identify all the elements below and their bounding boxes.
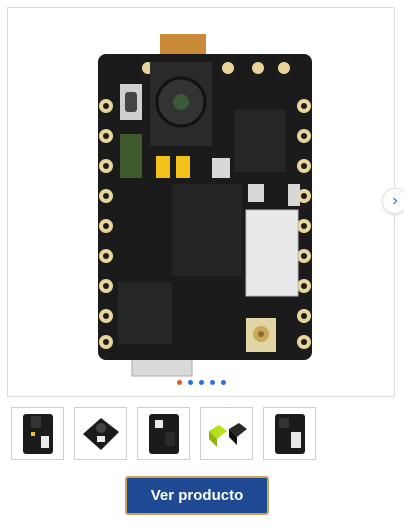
next-image-button[interactable]: › (382, 188, 404, 214)
board-thumbnail-image (22, 413, 53, 454)
chevron-right-icon: › (392, 192, 398, 209)
view-product-label: Ver producto (150, 487, 244, 504)
pagination-dot[interactable] (220, 380, 226, 385)
pagination-dot[interactable] (198, 380, 204, 385)
accessory-thumbnail-image (208, 422, 247, 447)
thumbnail-5[interactable] (263, 407, 316, 460)
product-main-image (98, 34, 312, 377)
thumbnail-1[interactable] (11, 407, 64, 460)
product-image-gallery: › (7, 7, 404, 397)
board-angle-thumbnail-image (82, 417, 119, 450)
gallery-pagination (8, 380, 394, 385)
thumbnail-2[interactable] (74, 407, 127, 460)
board-side-thumbnail-image (274, 413, 305, 454)
pagination-dot[interactable] (209, 380, 215, 385)
thumbnail-strip (11, 407, 316, 460)
thumbnail-3[interactable] (137, 407, 190, 460)
board-back-thumbnail-image (148, 413, 179, 454)
pagination-dot[interactable] (176, 380, 182, 385)
thumbnail-4[interactable] (200, 407, 253, 460)
pagination-dot[interactable] (187, 380, 193, 385)
view-product-button[interactable]: Ver producto (125, 476, 269, 515)
